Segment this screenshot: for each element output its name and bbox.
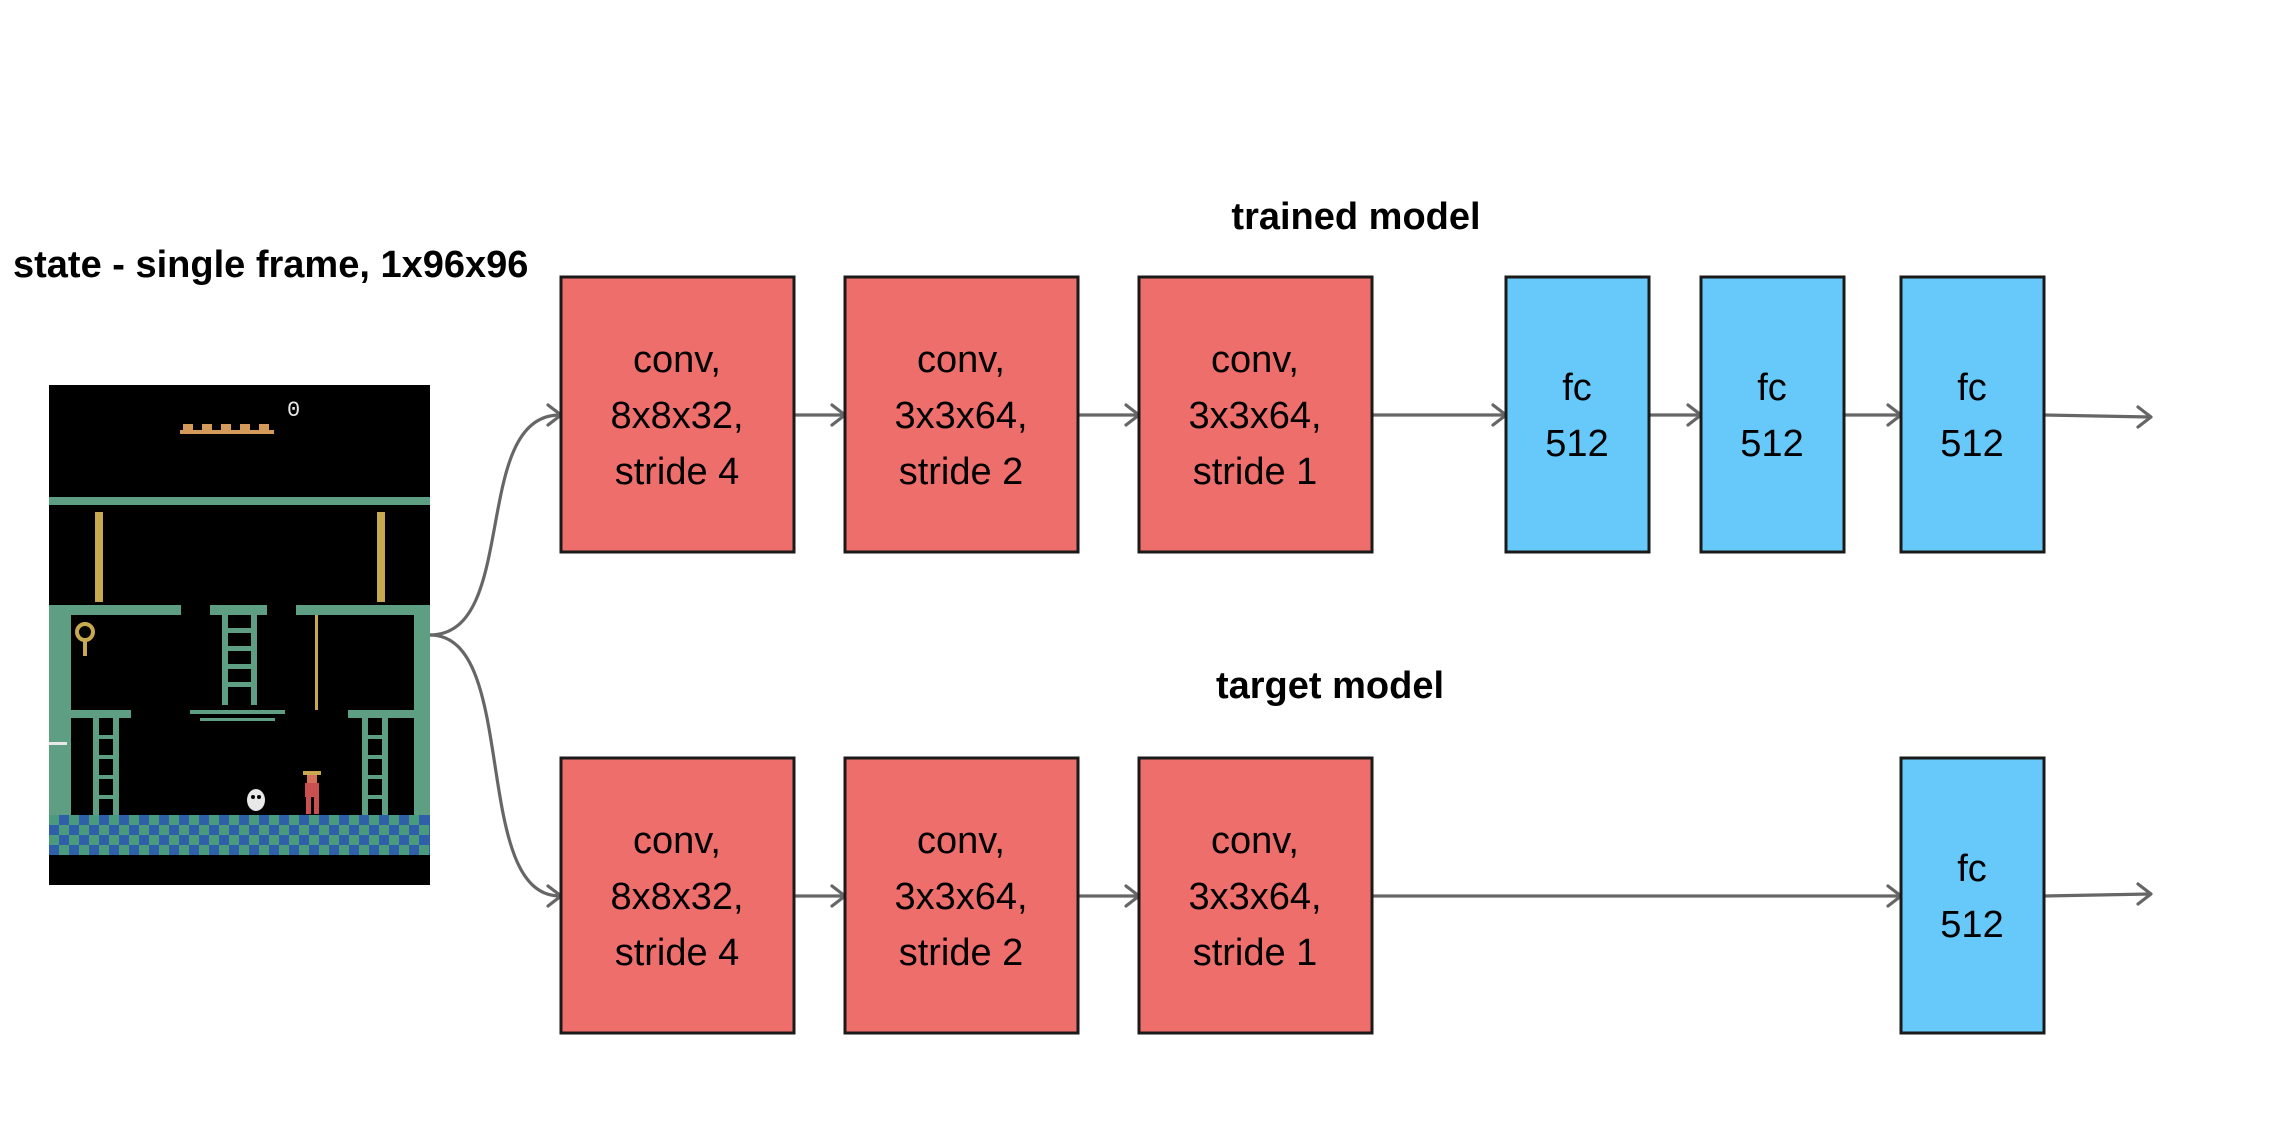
box-line: conv, [917, 339, 1005, 381]
box-line: conv, [1211, 820, 1299, 862]
box-line: conv, [633, 820, 721, 862]
box-line: stride 2 [899, 451, 1024, 493]
checkered-floor [49, 815, 430, 855]
box-line: stride 4 [615, 451, 740, 493]
box-line: 8x8x32, [610, 876, 743, 918]
trained-model-label: trained model [1231, 196, 1480, 238]
target-conv-3: conv, 3x3x64, stride 1 [1137, 756, 1374, 1035]
box-line: 512 [1940, 904, 2003, 946]
key-icon [75, 622, 95, 656]
state-label: state - single frame, 1x96x96 [13, 244, 528, 286]
box-line: fc [1957, 367, 1987, 409]
target-conv-1: conv, 8x8x32, stride 4 [559, 756, 796, 1035]
box-line: fc [1957, 848, 1987, 890]
skull-icon [247, 789, 265, 811]
trained-conv-2: conv, 3x3x64, stride 2 [843, 275, 1080, 554]
central-ladder [222, 615, 257, 705]
lower-ladder-right [362, 718, 388, 815]
box-line: conv, [633, 339, 721, 381]
box-line: 3x3x64, [1188, 395, 1321, 437]
upper-ladder-right [377, 512, 385, 602]
box-line: stride 2 [899, 932, 1024, 974]
target-model: conv, 8x8x32, stride 4 conv, 3x3x64, str… [559, 756, 2046, 1035]
trained-conv-3: conv, 3x3x64, stride 1 [1137, 275, 1374, 554]
lives-icons [180, 424, 274, 434]
target-model-label: target model [1216, 665, 1444, 707]
box-line: conv, [917, 820, 1005, 862]
trained-fc-3: fc 512 [1899, 275, 2046, 554]
box-line: fc [1562, 367, 1592, 409]
box-line: 8x8x32, [610, 395, 743, 437]
box-line: conv, [1211, 339, 1299, 381]
target-fc-1: fc 512 [1899, 756, 2046, 1035]
box-line: 512 [1740, 423, 1803, 465]
box-line: fc [1757, 367, 1787, 409]
conveyor [190, 710, 285, 721]
box-line: stride 1 [1193, 451, 1318, 493]
trained-model: conv, 8x8x32, stride 4 conv, 3x3x64, str… [559, 275, 2046, 554]
box-line: stride 4 [615, 932, 740, 974]
box-line: 3x3x64, [894, 395, 1027, 437]
score-text: 0 [287, 398, 300, 423]
box-line: 3x3x64, [1188, 876, 1321, 918]
box-line: stride 1 [1193, 932, 1318, 974]
edges [429, 403, 2153, 908]
game-frame-image: 0 [49, 385, 430, 885]
box-line: 512 [1940, 423, 2003, 465]
rope [315, 615, 318, 710]
lower-ladder-left [93, 718, 119, 815]
trained-conv-1: conv, 8x8x32, stride 4 [559, 275, 796, 554]
edge-image-to-target [429, 633, 561, 898]
trained-fc-1: fc 512 [1504, 275, 1651, 554]
player-icon [303, 771, 321, 814]
upper-ladder-left [95, 512, 103, 602]
box-line: 3x3x64, [894, 876, 1027, 918]
edge-image-to-trained [429, 413, 561, 637]
target-conv-2: conv, 3x3x64, stride 2 [843, 756, 1080, 1035]
box-line: 512 [1545, 423, 1608, 465]
trained-fc-2: fc 512 [1699, 275, 1846, 554]
